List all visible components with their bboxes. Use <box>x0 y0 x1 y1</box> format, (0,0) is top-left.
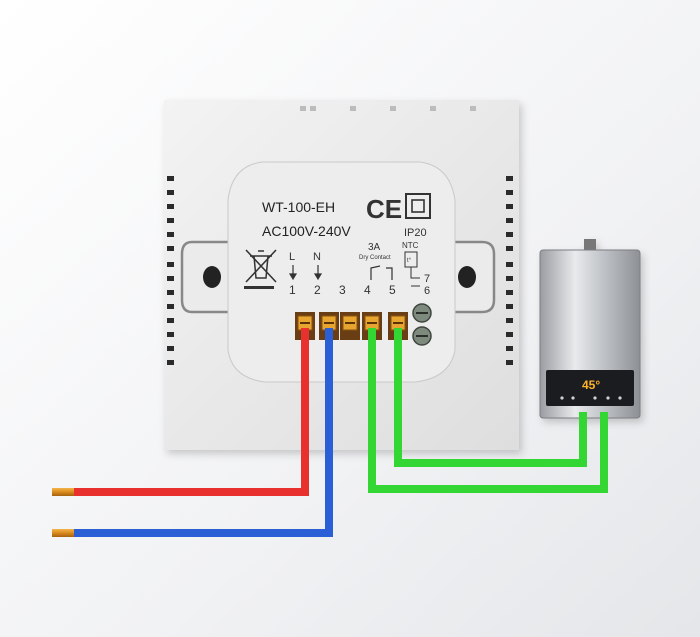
vent-slot <box>506 360 513 365</box>
copper-tip-live <box>52 488 74 496</box>
wire-relay-5 <box>394 328 587 467</box>
ntc-pin-6: 6 <box>424 285 430 297</box>
screw-terminal-block <box>295 312 408 340</box>
terminal-number-1: 1 <box>289 283 296 297</box>
ntc-pin-7: 7 <box>424 273 430 285</box>
vent-slot <box>167 246 174 251</box>
ntc-label: NTC <box>402 241 419 250</box>
vent-slot <box>506 218 513 223</box>
vent-slot <box>167 318 174 323</box>
terminal-letter-l: L <box>289 251 295 263</box>
vent-slot <box>430 106 436 111</box>
vent-slot <box>300 106 306 111</box>
vent-slots <box>167 106 513 365</box>
heater-display-text: 45° <box>582 378 600 392</box>
terminal-number-3: 3 <box>339 283 346 297</box>
heater-display-panel <box>546 370 634 406</box>
vent-slot <box>167 276 174 281</box>
vent-slot <box>470 106 476 111</box>
terminal-number-5: 5 <box>389 283 396 297</box>
vent-slot <box>506 246 513 251</box>
wire-neutral <box>72 328 333 537</box>
model-label: WT-100-EH <box>262 199 335 215</box>
vent-slot <box>350 106 356 111</box>
wire-relay-4 <box>368 328 608 493</box>
terminal-number-4: 4 <box>364 283 371 297</box>
vent-slot <box>506 290 513 295</box>
terminal-letter-n: N <box>313 251 321 263</box>
vent-slot <box>167 176 174 181</box>
ce-mark: CE <box>366 194 402 224</box>
heater-buttons <box>560 396 622 400</box>
terminal-number-2: 2 <box>314 283 321 297</box>
screw-terminal <box>340 312 360 340</box>
relay-note-label: Dry Contact <box>359 255 391 261</box>
vent-slot <box>167 232 174 237</box>
vent-slot <box>506 332 513 337</box>
vent-slot <box>506 232 513 237</box>
terminal-arrows <box>288 265 323 281</box>
voltage-label: AC100V-240V <box>262 223 351 239</box>
vent-slot <box>506 304 513 309</box>
vent-slot <box>506 276 513 281</box>
relay-rating-label: 3A <box>368 242 381 253</box>
screw-slot-right <box>458 266 476 288</box>
vent-slot <box>310 106 316 111</box>
wire-live <box>72 328 309 496</box>
vent-slot <box>506 346 513 351</box>
ntc-leads <box>410 267 420 287</box>
vent-slot <box>167 332 174 337</box>
copper-tip-neutral <box>52 529 74 537</box>
vent-slot <box>167 360 174 365</box>
screw-slot-left <box>203 266 221 288</box>
ip-rating-label: IP20 <box>404 227 427 239</box>
vent-slot <box>506 204 513 209</box>
screw-terminal <box>388 312 408 340</box>
screw-terminal <box>319 312 339 340</box>
vent-slot <box>506 318 513 323</box>
vent-slot <box>167 346 174 351</box>
vent-slot <box>167 304 174 309</box>
double-insulation-icon <box>405 193 431 219</box>
relay-switch-icon <box>370 265 393 280</box>
vent-slot <box>167 290 174 295</box>
screw-terminal <box>295 312 315 340</box>
vent-slot <box>167 204 174 209</box>
vent-slot <box>506 190 513 195</box>
double-insulation-icon-inner <box>411 199 425 213</box>
vent-slot <box>167 262 174 267</box>
vent-slot <box>167 218 174 223</box>
terminal-numbers: 1 2 3 4 5 <box>289 283 396 297</box>
vent-slot <box>167 190 174 195</box>
crossed-bin-icon <box>244 249 277 289</box>
vent-slot <box>506 176 513 181</box>
vent-slot <box>390 106 396 111</box>
sensor-terminal-block <box>412 303 432 346</box>
screw-terminal <box>362 312 382 340</box>
vent-slot <box>506 262 513 267</box>
ntc-symbol: t° <box>407 258 412 264</box>
